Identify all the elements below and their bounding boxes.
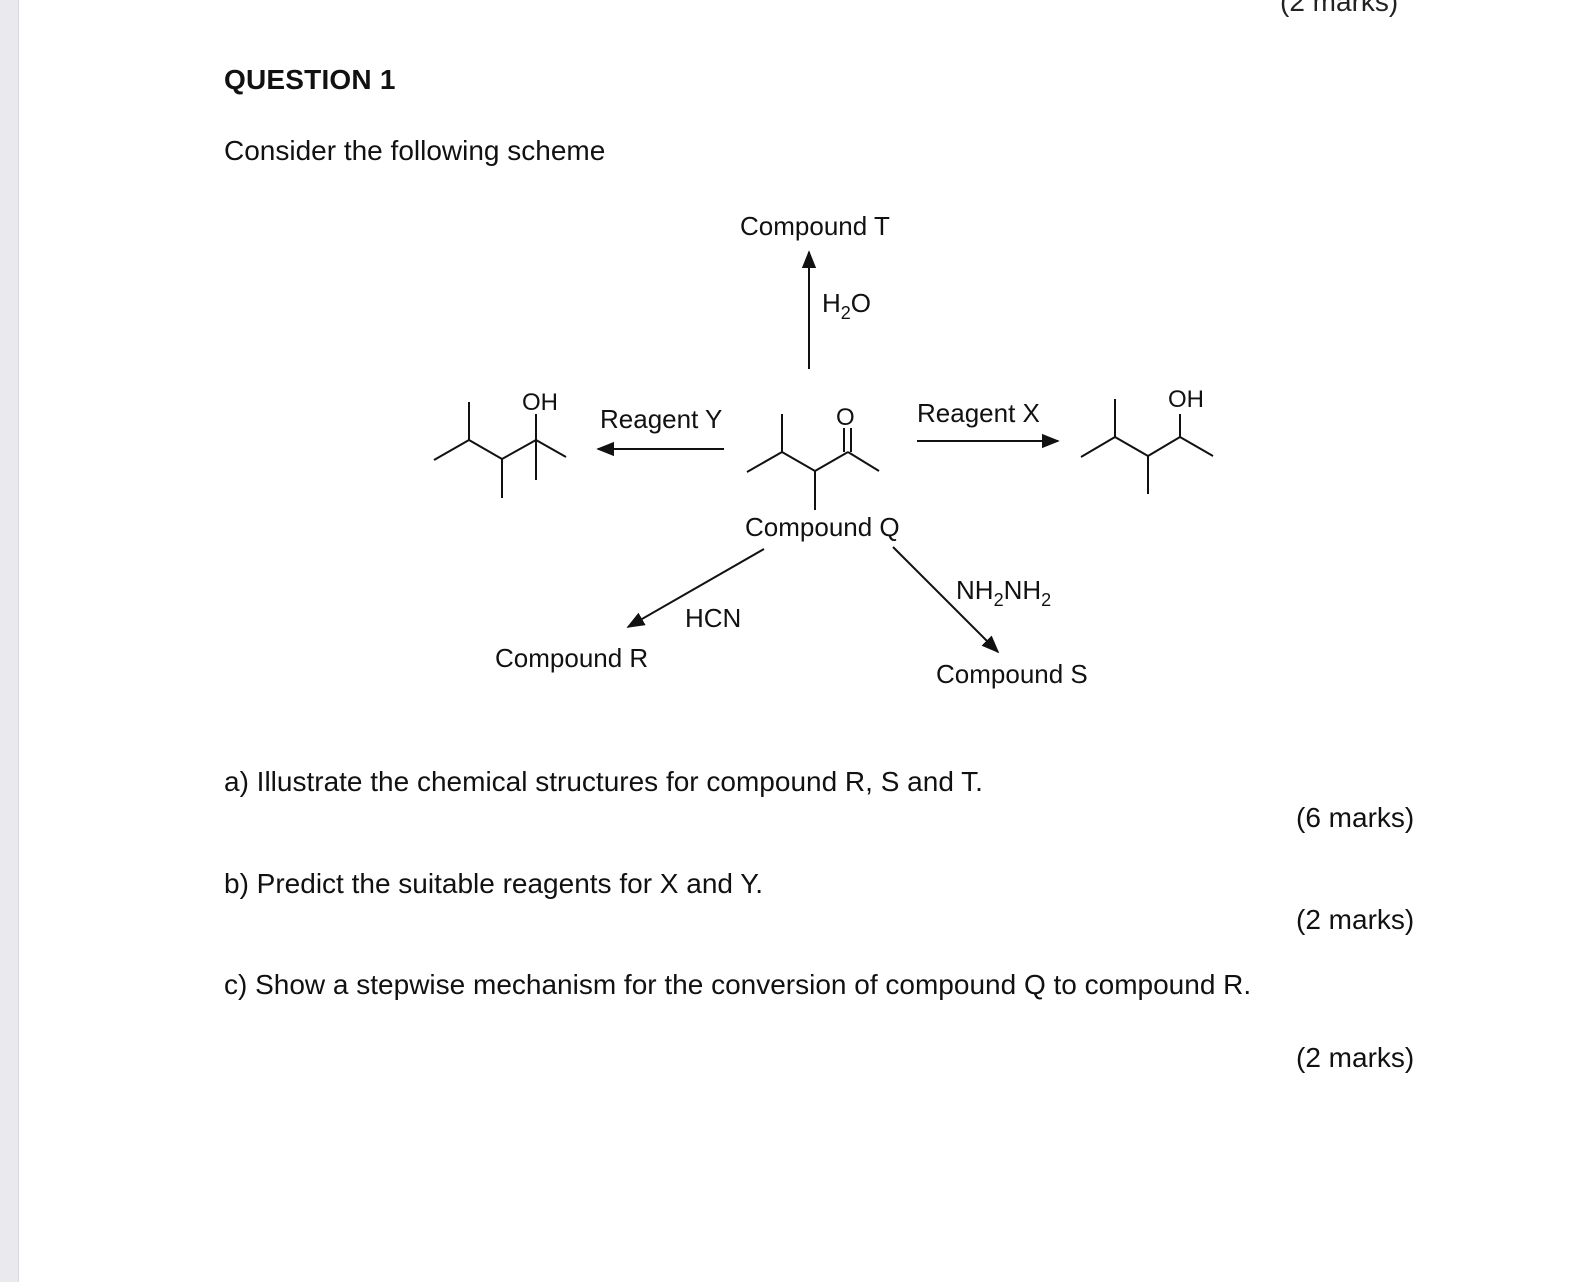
- left-alcohol-structure: [433, 402, 567, 498]
- hydrazine-nh-b: NH: [1004, 575, 1042, 605]
- part-a-text: a) Illustrate the chemical structures fo…: [224, 766, 983, 797]
- question-intro: Consider the following scheme: [224, 135, 606, 166]
- hydrazine-sub-a: 2: [994, 590, 1004, 610]
- part-c-marks: (2 marks): [1296, 1042, 1415, 1073]
- compound-q-structure: [746, 414, 880, 510]
- part-b-marks: (2 marks): [1296, 904, 1415, 935]
- question-title: QUESTION 1: [224, 64, 396, 95]
- page-left-edge: [0, 0, 19, 1282]
- carbonyl-oxygen-label: O: [836, 404, 855, 431]
- right-alcohol-structure: [1080, 399, 1214, 494]
- compound-q-label: Compound Q: [745, 512, 900, 542]
- h2o-sub: 2: [841, 303, 851, 323]
- h2o-h: H: [822, 288, 841, 318]
- arrow-q-to-s: [892, 546, 1000, 654]
- compound-t-label: Compound T: [740, 211, 890, 241]
- reaction-scheme: Compound T H2O OH Reagent Y: [433, 211, 1214, 689]
- h2o-o: O: [851, 288, 871, 318]
- previous-marks-fragment: (2 marks): [1280, 0, 1399, 17]
- compound-r-label: Compound R: [495, 643, 648, 673]
- oh-right-label: OH: [1168, 386, 1204, 413]
- h2o-label: H2O: [822, 288, 871, 323]
- part-a-marks: (6 marks): [1296, 802, 1415, 833]
- oh-left-label: OH: [522, 389, 558, 416]
- hydrazine-sub-b: 2: [1041, 590, 1051, 610]
- reagent-x-label: Reagent X: [917, 398, 1040, 428]
- arrow-q-to-r: [626, 548, 765, 628]
- reagent-y-label: Reagent Y: [600, 404, 722, 434]
- part-b-text: b) Predict the suitable reagents for X a…: [224, 868, 764, 899]
- part-c-text: c) Show a stepwise mechanism for the con…: [224, 969, 1252, 1000]
- hcn-label: HCN: [685, 603, 741, 633]
- compound-s-label: Compound S: [936, 659, 1088, 689]
- hydrazine-nh-a: NH: [956, 575, 994, 605]
- hydrazine-label: NH2NH2: [956, 575, 1051, 610]
